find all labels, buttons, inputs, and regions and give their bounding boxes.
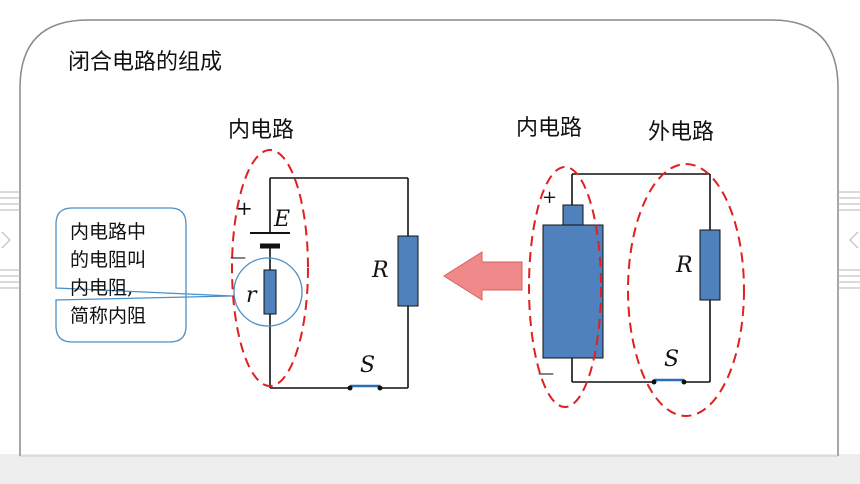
slide-title: 闭合电路的组成 <box>68 50 223 75</box>
right-external-resistor <box>699 229 721 301</box>
left-inner-circuit-heading: 内电路 <box>228 118 295 143</box>
callout-line: 简称内阻 <box>70 305 147 327</box>
left-inner-circuit-outline <box>231 149 309 387</box>
left-internal-resistor <box>263 269 277 315</box>
left-switch-contact-a <box>347 385 353 391</box>
left-circuit <box>269 177 409 389</box>
right-outer-circuit-outline <box>627 163 745 417</box>
emf-label: E <box>273 207 290 232</box>
left-edge-ornament <box>0 191 20 289</box>
right-circuit <box>571 173 711 383</box>
direction-arrow <box>443 251 523 301</box>
slide-border <box>19 19 839 456</box>
right-plus-sign: + <box>542 187 557 208</box>
bottom-band <box>0 454 860 484</box>
callout-line: 内电阻, <box>70 277 134 299</box>
right-battery-terminal <box>562 204 584 226</box>
right-battery-body <box>542 224 604 359</box>
left-resistor-label: R <box>371 258 389 283</box>
callout-bubble <box>55 207 233 343</box>
internal-resistance-highlight <box>233 257 303 327</box>
left-switch-contact-b <box>377 385 383 391</box>
right-switch-label: S <box>664 347 679 372</box>
internal-resistance-label: r <box>246 283 258 308</box>
right-switch-contact-a <box>651 379 657 385</box>
right-outer-circuit-heading: 外电路 <box>648 120 715 145</box>
callout-line: 内电路中 <box>70 221 147 243</box>
right-switch-contact-b <box>681 379 687 385</box>
left-minus-sign: — <box>230 247 246 266</box>
right-inner-circuit-outline <box>528 166 602 408</box>
right-inner-circuit-heading: 内电路 <box>516 116 583 141</box>
right-edge-ornament <box>838 191 860 289</box>
left-plus-sign: + <box>236 196 253 220</box>
right-minus-sign: — <box>538 363 554 382</box>
left-switch-label: S <box>360 353 375 378</box>
callout-text: 内电路中 的电阻叫 内电阻, 简称内阻 <box>70 218 180 330</box>
right-resistor-label: R <box>675 253 693 278</box>
callout-line: 的电阻叫 <box>70 249 147 271</box>
left-external-resistor <box>397 235 419 307</box>
